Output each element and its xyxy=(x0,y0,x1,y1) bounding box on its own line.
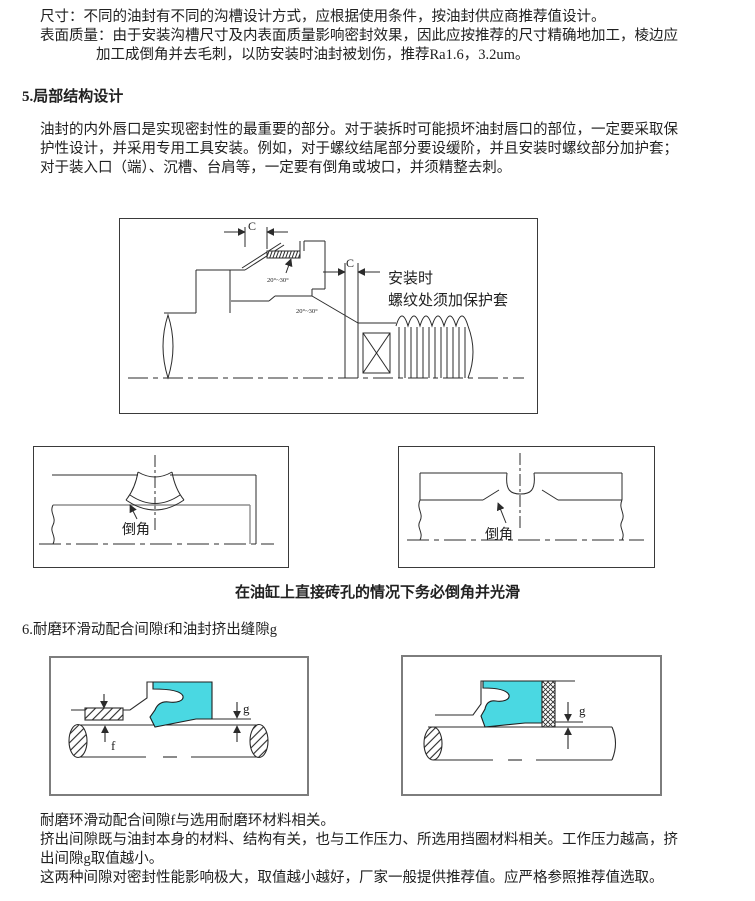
figure-gap-wear-ring: f g xyxy=(49,656,309,796)
chamfered-boss xyxy=(125,471,185,511)
angle-label-bottom: 20°~30° xyxy=(296,308,318,315)
section-5-body-line-1: 油封的内外唇口是实现密封性的最重要的部分。对于装拆时可能损坏油封唇口的部位，一定… xyxy=(40,122,678,138)
chamfer-label: 倒角 xyxy=(485,527,513,543)
install-note-line-1: 安装时 xyxy=(388,270,433,287)
intro-line-3: 加工成倒角并去毛刺，以防安装时油封被划伤，推荐Ra1.6，3.2um。 xyxy=(96,47,530,63)
chamfer-right-drawing: 倒角 xyxy=(407,453,644,543)
section-5-body-line-2: 护性设计，并采用专用工具安装。例如，对于螺纹结尾部分要设缓阶，并且安装时螺纹部分… xyxy=(40,141,678,157)
gap-f-label: f xyxy=(111,738,116,753)
figure-gap-backup-ring: g xyxy=(401,655,662,796)
shaft-end-right xyxy=(249,723,269,759)
angle-label-top: 20°~30° xyxy=(267,277,289,284)
chamfer-caption: 在油缸上直接砖孔的情况下务必倒角并光滑 xyxy=(234,585,520,601)
shaft-end-left xyxy=(68,723,88,759)
break-line-left xyxy=(51,504,55,545)
figure-chamfer-hole: 倒角 xyxy=(398,446,655,568)
shaft-end-left xyxy=(423,726,443,761)
gap-right-drawing: g xyxy=(423,680,617,761)
chamfer-left-drawing: 倒角 xyxy=(39,455,274,545)
section-6-heading: 6.耐磨环滑动配合间隙f和油封挤出缝隙g xyxy=(22,622,277,638)
seal-profile xyxy=(149,681,213,728)
chamfer-leader-arrow xyxy=(496,502,507,524)
gap-left-drawing: f g xyxy=(68,681,269,759)
dim-c-top-label: C xyxy=(248,219,256,233)
thread-crests xyxy=(395,315,469,328)
gap-g-label: g xyxy=(579,703,586,718)
break-line-right xyxy=(620,499,624,541)
figure-chamfer-boss: 倒角 xyxy=(33,446,289,568)
wear-ring xyxy=(84,707,124,721)
section-6-body-line-3: 出间隙g取值越小。 xyxy=(40,851,164,867)
section-6-body-line-4: 这两种间隙对密封性能影响极大，取值越小越好，厂家一般提供推荐值。应严格参照推荐值… xyxy=(40,870,664,886)
figure-thread-protection: C C 20°~30° 20°~30° 安装时 螺纹处须加保护套 xyxy=(119,218,538,414)
gland-outline xyxy=(71,681,153,711)
drilled-hole-end xyxy=(506,472,535,495)
gland-outline xyxy=(435,680,483,716)
gap-g-label: g xyxy=(243,701,250,716)
shaft-end-right xyxy=(611,726,617,761)
section-6-body-line-1: 耐磨环滑动配合间隙f与选用耐磨环材料相关。 xyxy=(40,813,335,829)
backup-ring xyxy=(541,680,556,728)
intro-line-1: 尺寸：不同的油封有不同的沟槽设计方式，应根据使用条件，按油封供应商推荐值设计。 xyxy=(40,9,606,25)
dim-c-mid-label: C xyxy=(346,256,354,270)
lead-in-chamfer xyxy=(311,295,359,324)
protective-sleeve-section xyxy=(362,332,391,374)
section-6-body-line-2: 挤出间隙既与油封本身的材料、结构有关，也与工作压力、所选用挡圈材料相关。工作压力… xyxy=(40,832,678,848)
chamfer-label: 倒角 xyxy=(122,522,150,538)
intro-line-2: 表面质量：由于安装沟槽尺寸及内表面质量影响密封效果，因此应按推荐的尺寸精确地加工… xyxy=(40,28,678,44)
section-5-body-line-3: 对于装入口（端）、沉槽、台肩等，一定要有倒角或坡口，并须精整去刺。 xyxy=(40,160,512,176)
section-5-heading: 5.局部结构设计 xyxy=(22,89,124,105)
shaft-left-break xyxy=(162,313,174,380)
seal-profile xyxy=(480,680,543,728)
thread-figure-drawing: C C 20°~30° 20°~30° 安装时 螺纹处须加保护套 xyxy=(128,219,524,380)
thread-flanks xyxy=(398,327,466,378)
chamfer-leader-arrow xyxy=(129,504,138,520)
install-note-line-2: 螺纹处须加保护套 xyxy=(388,292,508,309)
thread-relief-band xyxy=(266,250,301,259)
shaft-right-break xyxy=(467,325,474,379)
break-line-left xyxy=(418,499,422,541)
